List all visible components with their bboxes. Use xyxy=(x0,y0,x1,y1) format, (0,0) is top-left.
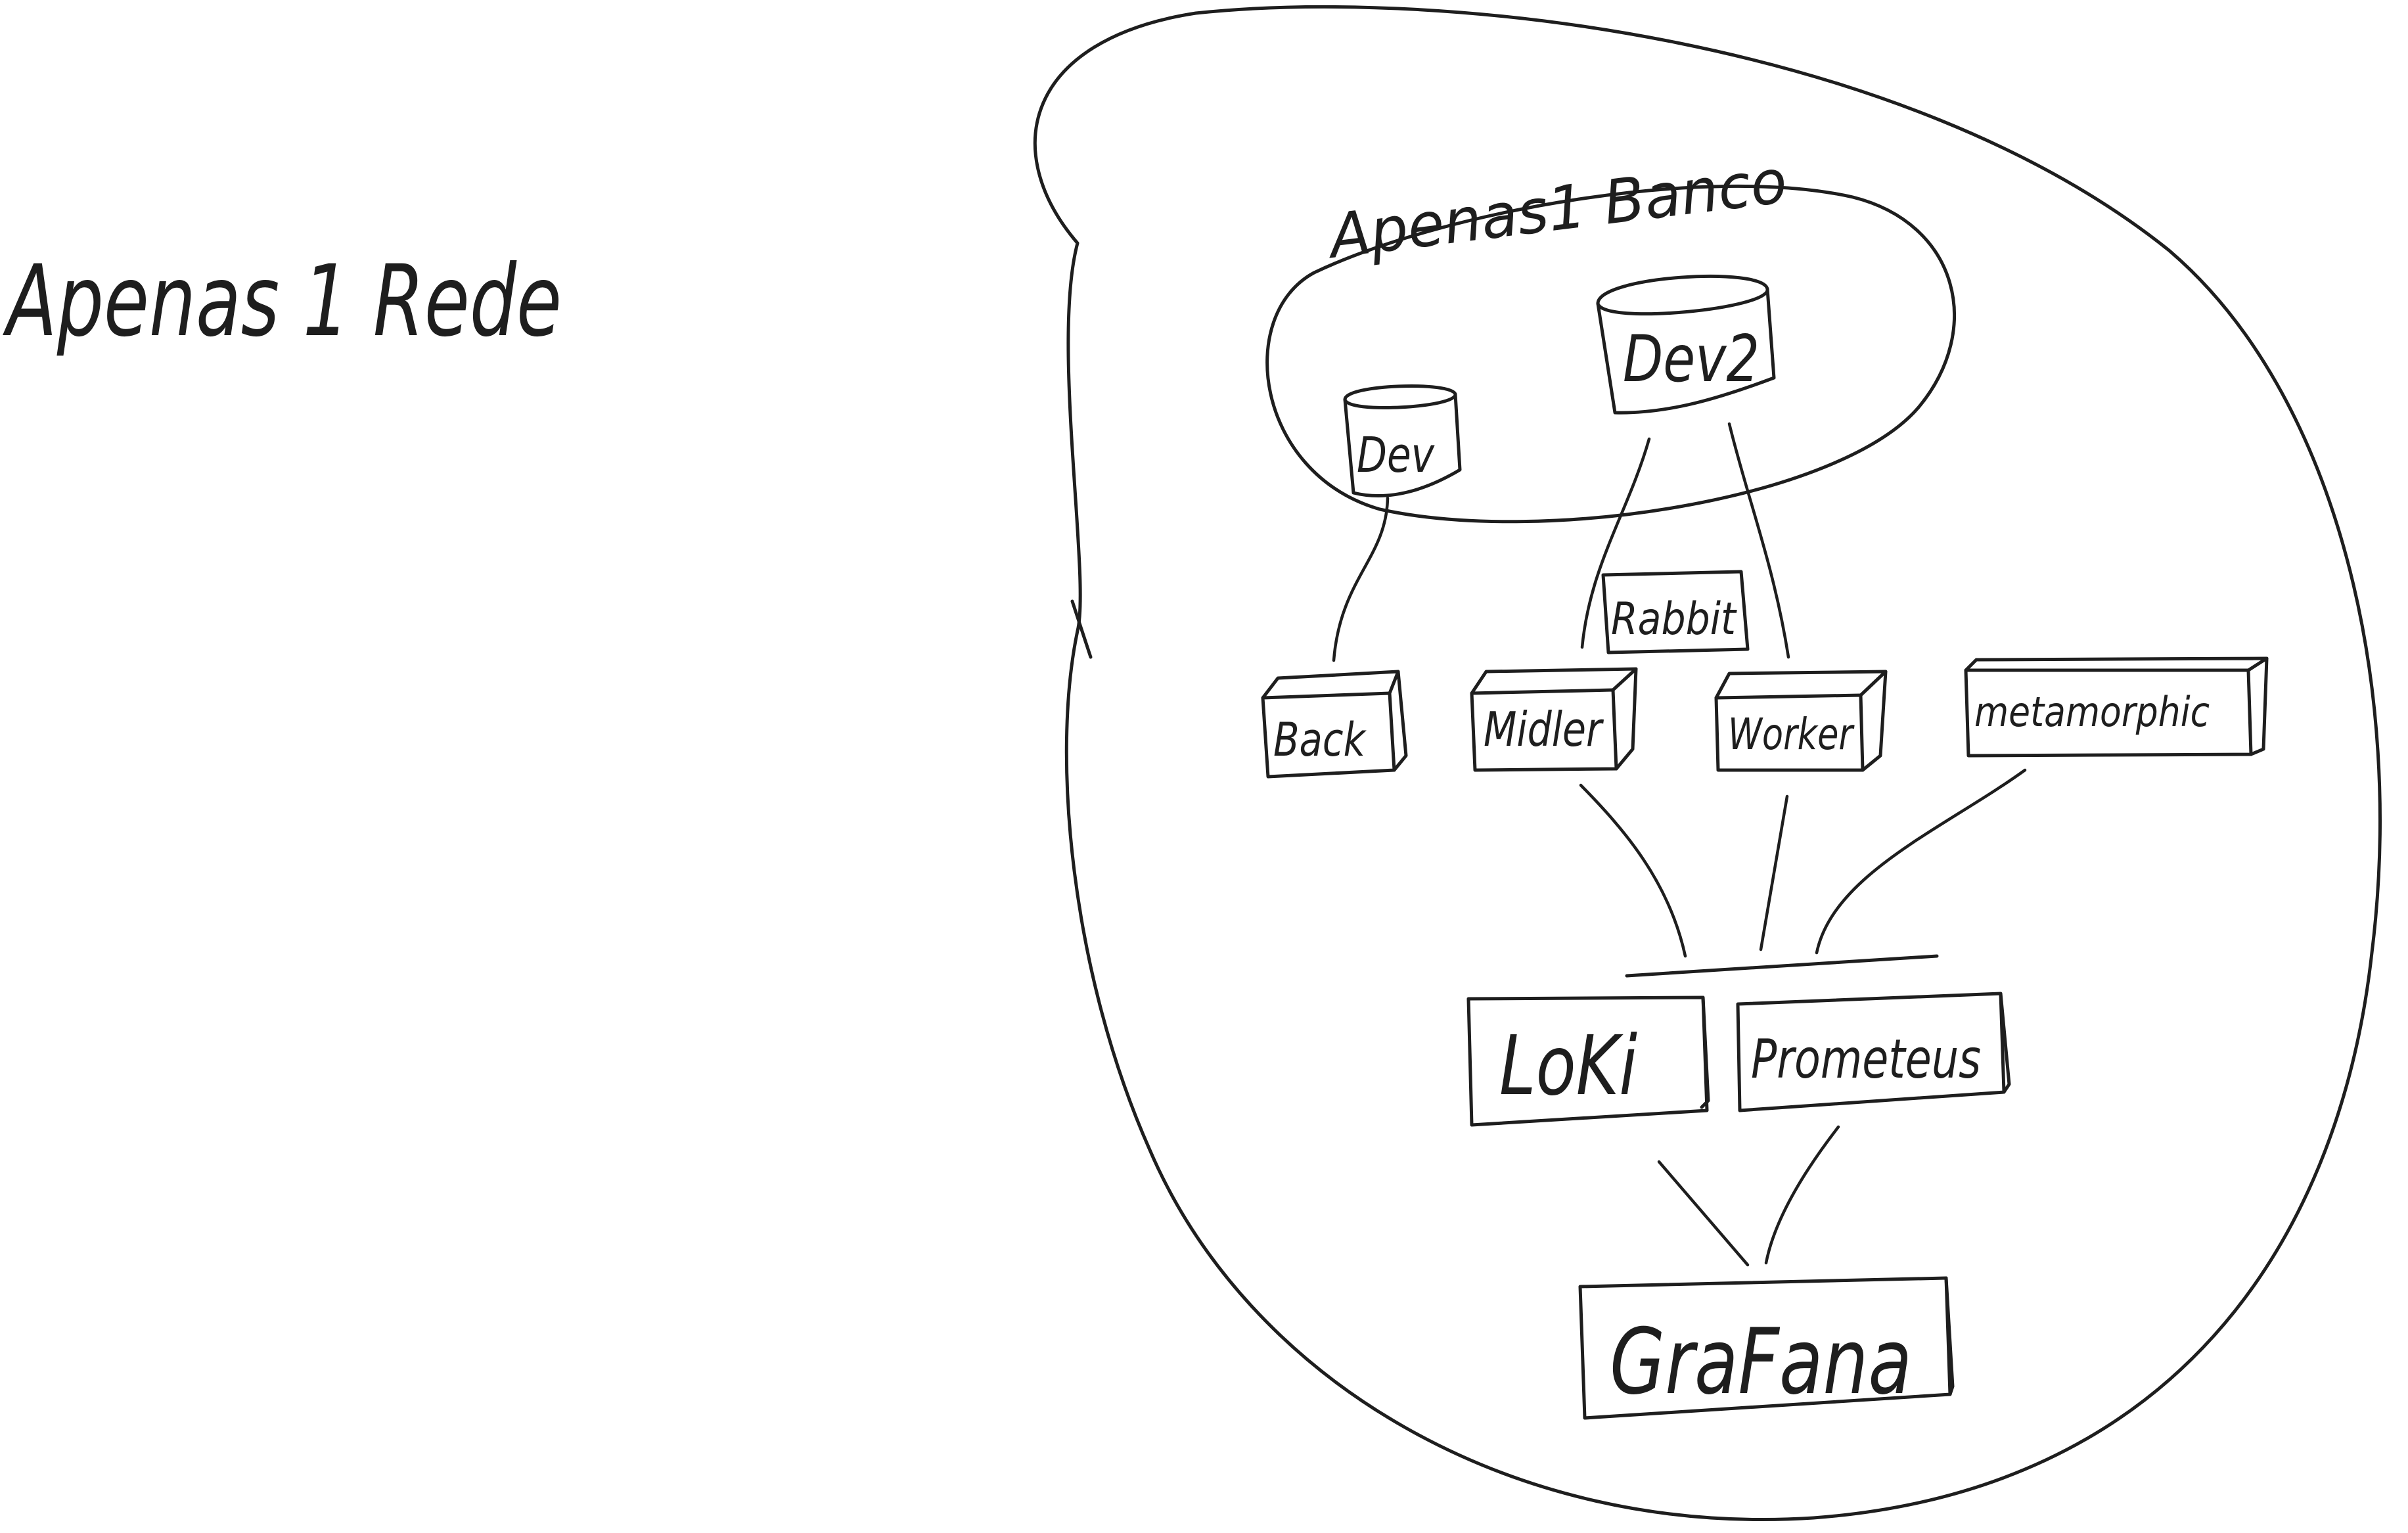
node-label-metamorphic: metamorphic xyxy=(1974,688,2210,736)
edge-midler-bus xyxy=(1579,783,1687,958)
database-group-label: Apenas1 Banco xyxy=(1323,146,1791,272)
loki-node xyxy=(1466,995,1710,1127)
dev2-database xyxy=(1596,275,1776,415)
edge-dev2-worker xyxy=(1727,422,1790,659)
connections xyxy=(1332,422,2027,1267)
node-label-prometeus: Prometeus xyxy=(1751,1028,1981,1091)
worker-node xyxy=(1714,670,1888,772)
page-title: Apenas 1 Rede xyxy=(3,244,562,359)
metamorphic-node xyxy=(1964,656,2269,758)
edge-dev2-midler xyxy=(1580,437,1651,649)
bus-line xyxy=(1625,954,1939,978)
edge-dev-back xyxy=(1332,496,1390,662)
node-label-rabbit: Rabbit xyxy=(1611,593,1737,645)
node-label-grafana: GraFana xyxy=(1610,1309,1912,1415)
network-boundary-tick xyxy=(1070,599,1093,659)
midler-node xyxy=(1470,667,1638,772)
database-group-boundary xyxy=(1265,184,1956,524)
grafana-node xyxy=(1578,1276,1955,1420)
node-label-loki: LoKi xyxy=(1499,1018,1637,1114)
network-boundary xyxy=(1033,5,2382,1522)
prometeus-node xyxy=(1736,992,2011,1112)
edge-metamorphic-bus xyxy=(1815,768,2027,955)
node-label-dev2: Dev2 xyxy=(1623,322,1760,397)
node-label-back: Back xyxy=(1273,713,1367,767)
node-label-midler: Midler xyxy=(1484,702,1604,757)
node-label-worker: Worker xyxy=(1728,709,1855,760)
back-node xyxy=(1261,670,1408,779)
edge-worker-bus xyxy=(1759,794,1789,951)
node-label-dev: Dev xyxy=(1357,427,1435,484)
edge-prometeus-grafana xyxy=(1764,1125,1840,1265)
dev-database xyxy=(1343,384,1462,498)
edge-loki-grafana xyxy=(1657,1160,1750,1267)
rabbit-node xyxy=(1601,570,1750,654)
